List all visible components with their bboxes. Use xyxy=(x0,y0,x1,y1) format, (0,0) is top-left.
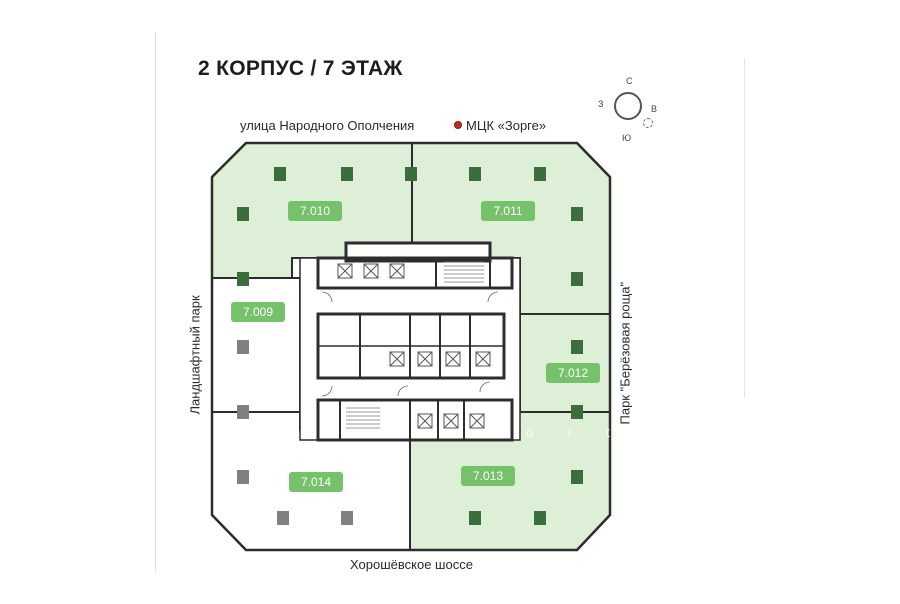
sun-icon xyxy=(643,118,653,128)
columns xyxy=(237,167,583,525)
unit-label-7014[interactable]: 7.014 xyxy=(289,472,343,492)
metro-dot-icon xyxy=(454,121,462,129)
building-core xyxy=(299,241,521,442)
compass-north-label: С xyxy=(626,76,633,86)
watermark: s o r t e xyxy=(485,424,667,440)
building-outline xyxy=(210,141,612,552)
page-title: 2 КОРПУС / 7 ЭТАЖ xyxy=(198,57,403,80)
compass-east-label: В xyxy=(651,104,658,114)
compass-west-label: З xyxy=(598,99,604,109)
left-divider-line xyxy=(155,32,156,572)
right-divider-line xyxy=(744,58,745,398)
unit-label-7012[interactable]: 7.012 xyxy=(546,363,600,383)
unit-label-7010[interactable]: 7.010 xyxy=(288,201,342,221)
compass: С З В Ю xyxy=(592,70,672,150)
compass-ring-icon xyxy=(614,92,642,120)
compass-south-label: Ю xyxy=(622,133,632,143)
unit-label-7013[interactable]: 7.013 xyxy=(461,466,515,486)
street-north: улица Народного Ополчения xyxy=(240,118,415,133)
metro-station: МЦК «Зорге» xyxy=(454,118,546,133)
street-south: Хорошёвское шоссе xyxy=(350,557,473,572)
unit-7009-area[interactable] xyxy=(211,277,301,413)
metro-label: МЦК «Зорге» xyxy=(466,118,547,133)
unit-label-7009[interactable]: 7.009 xyxy=(231,302,285,322)
unit-label-7011[interactable]: 7.011 xyxy=(481,201,535,221)
